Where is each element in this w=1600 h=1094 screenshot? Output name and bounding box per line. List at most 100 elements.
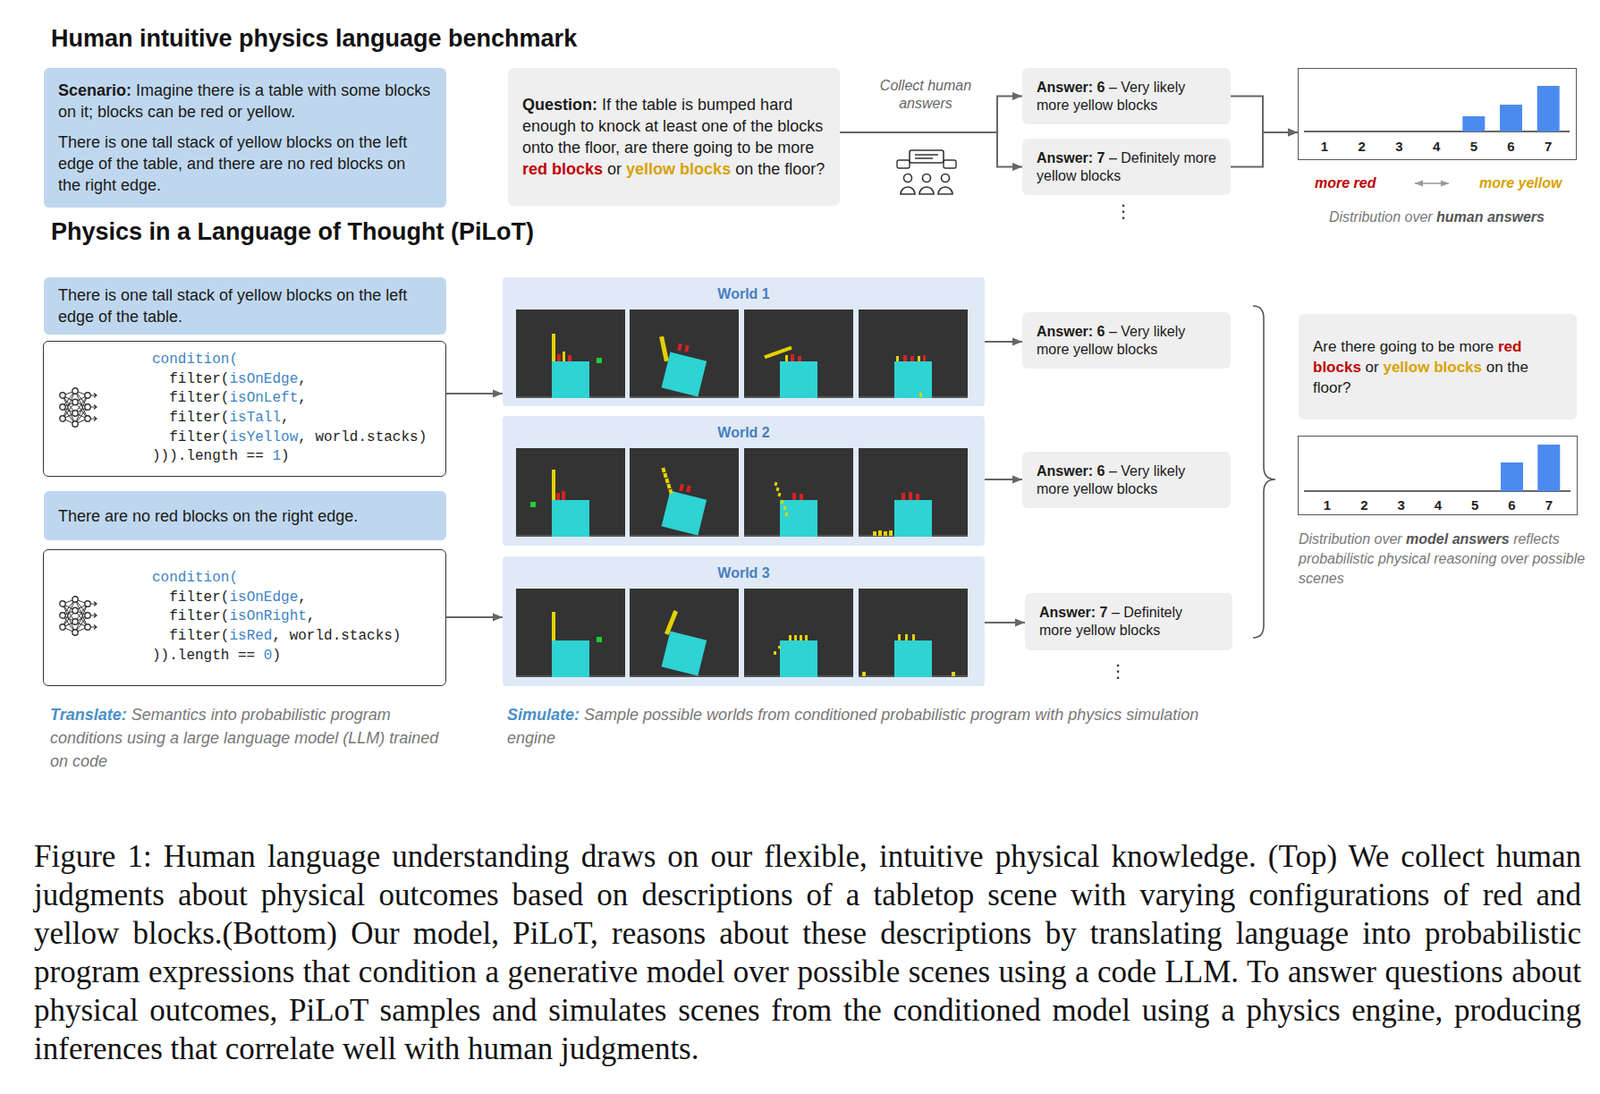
code-token: 0 <box>263 647 273 664</box>
table <box>779 361 818 398</box>
block <box>664 478 669 484</box>
code-line: )).length ==0) <box>152 646 401 667</box>
code-line: ))).length ==1) <box>152 447 427 467</box>
frame <box>744 309 854 398</box>
double-arrow <box>1414 182 1449 185</box>
person-body <box>919 186 934 195</box>
label-group: more red <box>1314 173 1396 194</box>
block <box>551 333 556 362</box>
block <box>901 492 906 500</box>
block <box>684 345 690 353</box>
code-token: isTall <box>228 409 281 426</box>
net-node <box>84 415 91 422</box>
curly-bracket <box>1252 305 1276 638</box>
table <box>551 499 590 537</box>
world-panel: World 1 <box>502 277 985 407</box>
code-box: condition(filter(isOnEdge,filter(isOnRig… <box>42 549 447 686</box>
frame-ground <box>629 588 739 678</box>
table <box>661 491 708 536</box>
code-token: condition( <box>152 569 238 586</box>
world-title-row: World 2 <box>502 423 985 443</box>
figure-caption: Figure 1: Human language understanding d… <box>33 837 1582 1068</box>
node-text: yellow blocks <box>626 160 731 178</box>
label-group: Distribution over human answers <box>1329 207 1576 228</box>
paragraph: There is one tall stack of yellow blocks… <box>58 131 432 196</box>
frame <box>516 309 626 398</box>
description-box: There is one tall stack of yellow blocks… <box>43 277 447 335</box>
board <box>909 150 944 163</box>
bar <box>1537 444 1560 492</box>
table <box>894 499 932 537</box>
code-token: filter( <box>169 371 229 388</box>
net-node <box>59 612 66 618</box>
block <box>773 651 777 655</box>
paragraph: Answer: 6 – Very likely more yellow bloc… <box>1036 462 1217 499</box>
paragraph: Answer: 7 – Definitely more yellow block… <box>1039 603 1219 640</box>
frame-ground <box>516 448 626 537</box>
scenario-box: Scenario: Imagine there is a table with … <box>43 67 447 208</box>
code-token: filter( <box>169 389 229 407</box>
block <box>799 493 804 500</box>
block <box>775 487 779 492</box>
code-token: filter( <box>169 429 229 446</box>
block <box>763 346 792 360</box>
net-node <box>72 607 78 613</box>
code-token: 1 <box>271 448 281 465</box>
table <box>551 361 590 398</box>
block <box>788 634 792 641</box>
block <box>778 645 781 649</box>
code-line: condition( <box>152 350 427 371</box>
code-box: condition(filter(isOnEdge,filter(isOnLef… <box>42 340 447 477</box>
paragraph: Are there going to be more red blocks or… <box>1312 336 1563 398</box>
axis-tick-label: 2 <box>1353 138 1372 155</box>
net-node <box>72 596 78 602</box>
world-panel: World 3 <box>502 556 985 686</box>
code-token: filter( <box>169 627 229 644</box>
code-block: condition(filter(isOnEdge,filter(isOnLef… <box>152 350 427 467</box>
axis-tick-label: 7 <box>1540 497 1558 514</box>
frame-ground <box>858 309 968 398</box>
edge-label-box: Collect human answers <box>871 76 980 113</box>
net-node <box>59 624 66 630</box>
code-token: , <box>306 608 316 625</box>
node-text: Scenario: <box>58 81 132 100</box>
block <box>664 609 678 635</box>
neural-net-icon <box>59 387 101 429</box>
floor <box>629 534 739 537</box>
code-token: , <box>297 371 307 388</box>
person-body <box>938 186 953 195</box>
net-node <box>84 392 91 398</box>
paragraph: Scenario: Imagine there is a table with … <box>58 79 432 123</box>
caption-text: Figure 1: Human language understanding d… <box>33 838 1582 1067</box>
board-lines <box>914 154 939 159</box>
block <box>659 336 669 362</box>
world-title-row: World 1 <box>502 284 985 305</box>
net-node <box>72 421 78 427</box>
histogram: 1234567 <box>1297 67 1577 161</box>
frame-ground <box>629 309 739 398</box>
block <box>878 530 882 536</box>
block <box>872 531 877 536</box>
frame <box>858 588 968 678</box>
net-node <box>59 601 66 607</box>
node-text: Answer: 6 <box>1036 323 1105 339</box>
net-output <box>90 393 97 398</box>
code-token: , <box>297 389 307 407</box>
code-token: isOnLeft <box>228 389 298 407</box>
block <box>773 482 778 487</box>
answer-box: Answer: 6 – Very likely more yellow bloc… <box>1022 67 1231 125</box>
code-token: filter( <box>169 608 229 625</box>
node-text: Answer: 6 <box>1036 79 1105 95</box>
label-group: more yellow <box>1479 173 1578 194</box>
table <box>894 640 932 678</box>
block <box>567 355 572 362</box>
net-node <box>72 388 78 394</box>
code-token: filter( <box>169 409 229 426</box>
paragraph: There is one tall stack of yellow blocks… <box>58 284 432 328</box>
paragraph: Answer: 6 – Very likely more yellow bloc… <box>1036 322 1217 359</box>
block <box>951 671 956 677</box>
block <box>903 355 907 362</box>
node-text: There is one tall stack of yellow blocks… <box>58 133 407 195</box>
label-group: Human intuitive physics language benchma… <box>50 23 856 54</box>
frame-ground <box>744 588 854 678</box>
